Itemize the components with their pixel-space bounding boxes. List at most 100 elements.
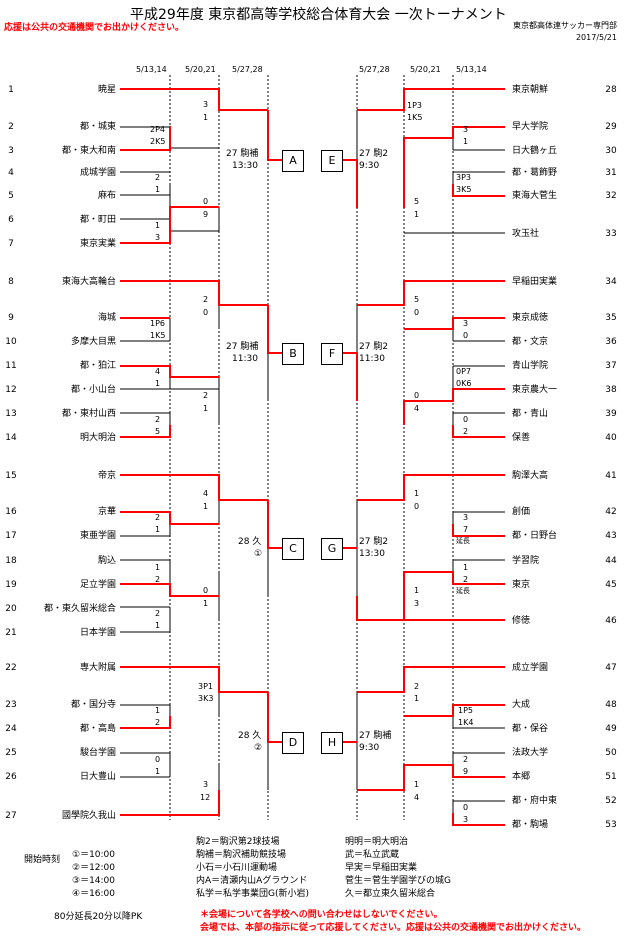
- score-r12-bottom: 2: [463, 575, 469, 584]
- score-s16-bottom: 3K3: [198, 694, 214, 703]
- team-name: 早稲田実業: [512, 277, 558, 287]
- team-number: 52: [605, 796, 617, 806]
- team-name: 東海大高輪台: [61, 277, 116, 287]
- team-name: 都・小山台: [70, 385, 116, 395]
- team-name: 都・高島: [79, 724, 116, 734]
- team-number: 6: [8, 215, 14, 225]
- round-header-right-3: 5/13,14: [456, 65, 487, 74]
- team-name: 日大鶴ヶ丘: [512, 146, 558, 156]
- score-r11-top: 3: [463, 513, 469, 522]
- venue-H-place: 27 駒補: [359, 731, 392, 741]
- score-s13-top: 1: [155, 563, 161, 572]
- team-name: 京華: [97, 507, 116, 517]
- kickoff-time-2: ②＝12:00: [72, 863, 116, 873]
- team-number: 53: [605, 820, 617, 830]
- score-r6-top: 3: [463, 319, 469, 328]
- team-number: 25: [5, 748, 17, 758]
- team-number: 23: [5, 700, 17, 710]
- score-s3-bottom: 1: [155, 185, 161, 194]
- team-name: 都・東久留米総合: [43, 604, 116, 614]
- score-s19-bottom: 12: [200, 793, 211, 802]
- score-s10-top: 2: [203, 391, 209, 400]
- score-r17-bottom: 4: [414, 793, 420, 802]
- block-H: H: [321, 732, 343, 754]
- team-name: 学習院: [512, 556, 540, 566]
- legend-2-4: 菅生＝菅生学園学びの城G: [345, 876, 451, 886]
- score-r3-top: 3P3: [456, 173, 472, 182]
- team-number: 21: [5, 628, 17, 638]
- transport-note: 応援は公共の交通機関でお出かけください。: [4, 23, 185, 33]
- team-number: 27: [5, 811, 17, 821]
- venue-C-time: ①: [254, 549, 263, 559]
- team-name: 都・葛飾野: [512, 168, 558, 178]
- score-r3-bottom: 3K5: [456, 185, 472, 194]
- team-name: 専大附属: [79, 663, 116, 673]
- team-name: 都・狛江: [79, 361, 116, 371]
- score-s7-bottom: 1K5: [150, 331, 166, 340]
- team-number: 44: [605, 556, 617, 566]
- team-name: 創価: [512, 507, 531, 517]
- team-number: 37: [605, 361, 617, 371]
- team-number: 24: [5, 724, 17, 734]
- team-number: 9: [8, 313, 14, 323]
- round-header-left-1: 5/13,14: [136, 65, 167, 74]
- team-name: 駿台学園: [79, 748, 116, 758]
- score-s11-top: 4: [203, 489, 209, 498]
- score-r7-bottom: 0K6: [456, 379, 472, 388]
- team-name: 東京農大一: [512, 385, 558, 395]
- team-name: 成立学園: [512, 663, 549, 673]
- venue-G-place: 27 駒2: [359, 537, 389, 547]
- score-s18-top: 0: [155, 755, 161, 764]
- page-title: 平成29年度 東京都高等学校総合体育大会 一次トーナメント: [130, 7, 507, 23]
- team-name: 都・府中東: [512, 796, 558, 806]
- legend-2-5: 久＝都立東久留米総合: [345, 889, 436, 899]
- score-r15-top: 1P5: [458, 706, 474, 715]
- venue-F-time: 11:30: [359, 354, 385, 364]
- team-name: 國學院久我山: [61, 811, 116, 821]
- score-r1-top: 1P3: [407, 101, 423, 110]
- kickoff-label: 開始時刻: [24, 855, 61, 865]
- team-number: 17: [5, 531, 17, 541]
- team-number: 41: [605, 471, 617, 481]
- score-r8-top: 0: [414, 391, 420, 400]
- team-name: 大成: [512, 700, 531, 710]
- team-name: 日本学園: [79, 628, 116, 638]
- score-s15-bottom: 1: [203, 599, 209, 608]
- score-r4-bottom: 1: [414, 210, 420, 219]
- score-s12-bottom: 1: [155, 525, 161, 534]
- block-G: G: [321, 538, 343, 560]
- legend-1-3: 小石＝小石川運動場: [196, 863, 278, 873]
- footer-note-1: ＊会場について各学校への問い合わせはしないでください。: [200, 910, 443, 920]
- team-name: 都・保谷: [512, 724, 549, 734]
- legend-2-3: 早実＝早稲田実業: [345, 863, 418, 873]
- score-r2-top: 3: [463, 125, 469, 134]
- team-number: 19: [5, 580, 17, 590]
- team-name: 海城: [97, 313, 116, 323]
- round-header-left-3: 5/27,28: [232, 65, 263, 74]
- team-number: 38: [605, 385, 617, 395]
- score-s17-bottom: 2: [155, 718, 161, 727]
- team-number: 3: [8, 146, 14, 156]
- score-s6-top: 2: [203, 295, 209, 304]
- score-s9-top: 2: [155, 415, 161, 424]
- score-s18-bottom: 1: [155, 767, 161, 776]
- team-name: 多摩大目黒: [70, 337, 116, 347]
- team-number: 33: [605, 229, 617, 239]
- score-r10-bottom: 0: [414, 502, 420, 511]
- venue-G-time: 13:30: [359, 549, 385, 559]
- score-s12-top: 2: [155, 513, 161, 522]
- legend-2-1: 明明＝明大明治: [345, 837, 409, 847]
- team-number: 26: [5, 772, 17, 782]
- team-name: 東海大菅生: [512, 191, 558, 201]
- team-name: 暁星: [97, 85, 116, 95]
- venue-D-time: ②: [254, 743, 263, 753]
- legend-1-5: 私学＝私学事業団G(新小岩): [196, 889, 309, 899]
- venue-F-place: 27 駒2: [359, 342, 389, 352]
- venue-E-time: 9:30: [359, 161, 380, 171]
- team-name: 駒込: [97, 556, 116, 566]
- team-name: 麻布: [97, 191, 116, 201]
- team-number: 36: [605, 337, 617, 347]
- team-number: 22: [5, 663, 17, 673]
- score-s7-top: 1P6: [150, 319, 166, 328]
